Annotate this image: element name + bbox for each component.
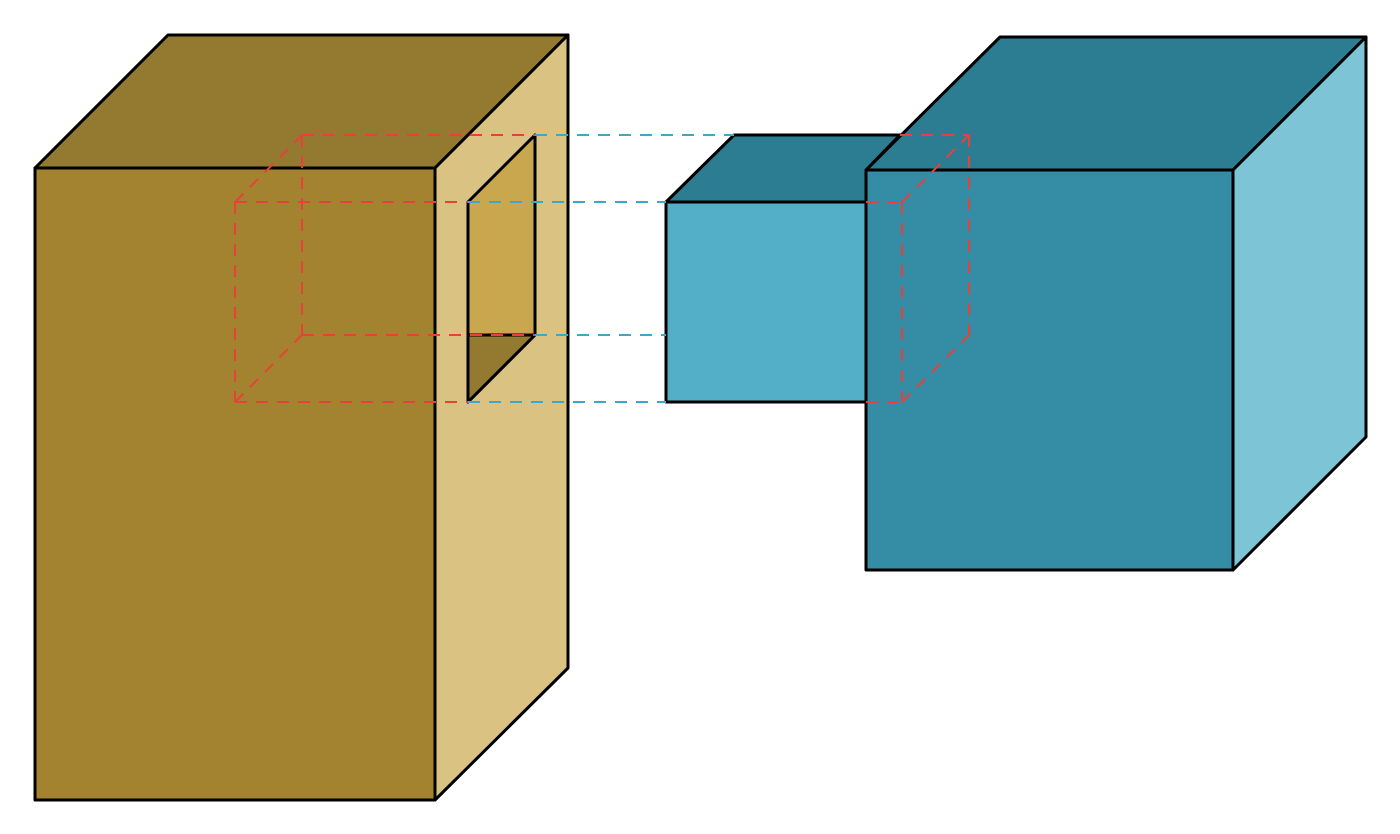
tenon-block xyxy=(864,35,1368,572)
mortise-block xyxy=(33,33,570,802)
tenon-hidden-edge xyxy=(901,334,970,403)
tenon-hidden-edges xyxy=(866,134,970,403)
mortise-block-front-face xyxy=(33,166,437,802)
mortise-hidden-edge xyxy=(234,334,303,403)
tenon xyxy=(664,133,902,404)
tenon-top-face xyxy=(664,133,902,204)
mortise-hidden-edges xyxy=(234,134,535,403)
tenon-hidden-edge xyxy=(901,134,970,203)
tenon-block-front-face xyxy=(864,168,1235,572)
mortise-hidden-edge xyxy=(234,134,303,203)
tenon-front-face xyxy=(664,200,868,404)
mortise-block-side-face xyxy=(433,33,570,802)
projection-lines xyxy=(468,134,734,403)
